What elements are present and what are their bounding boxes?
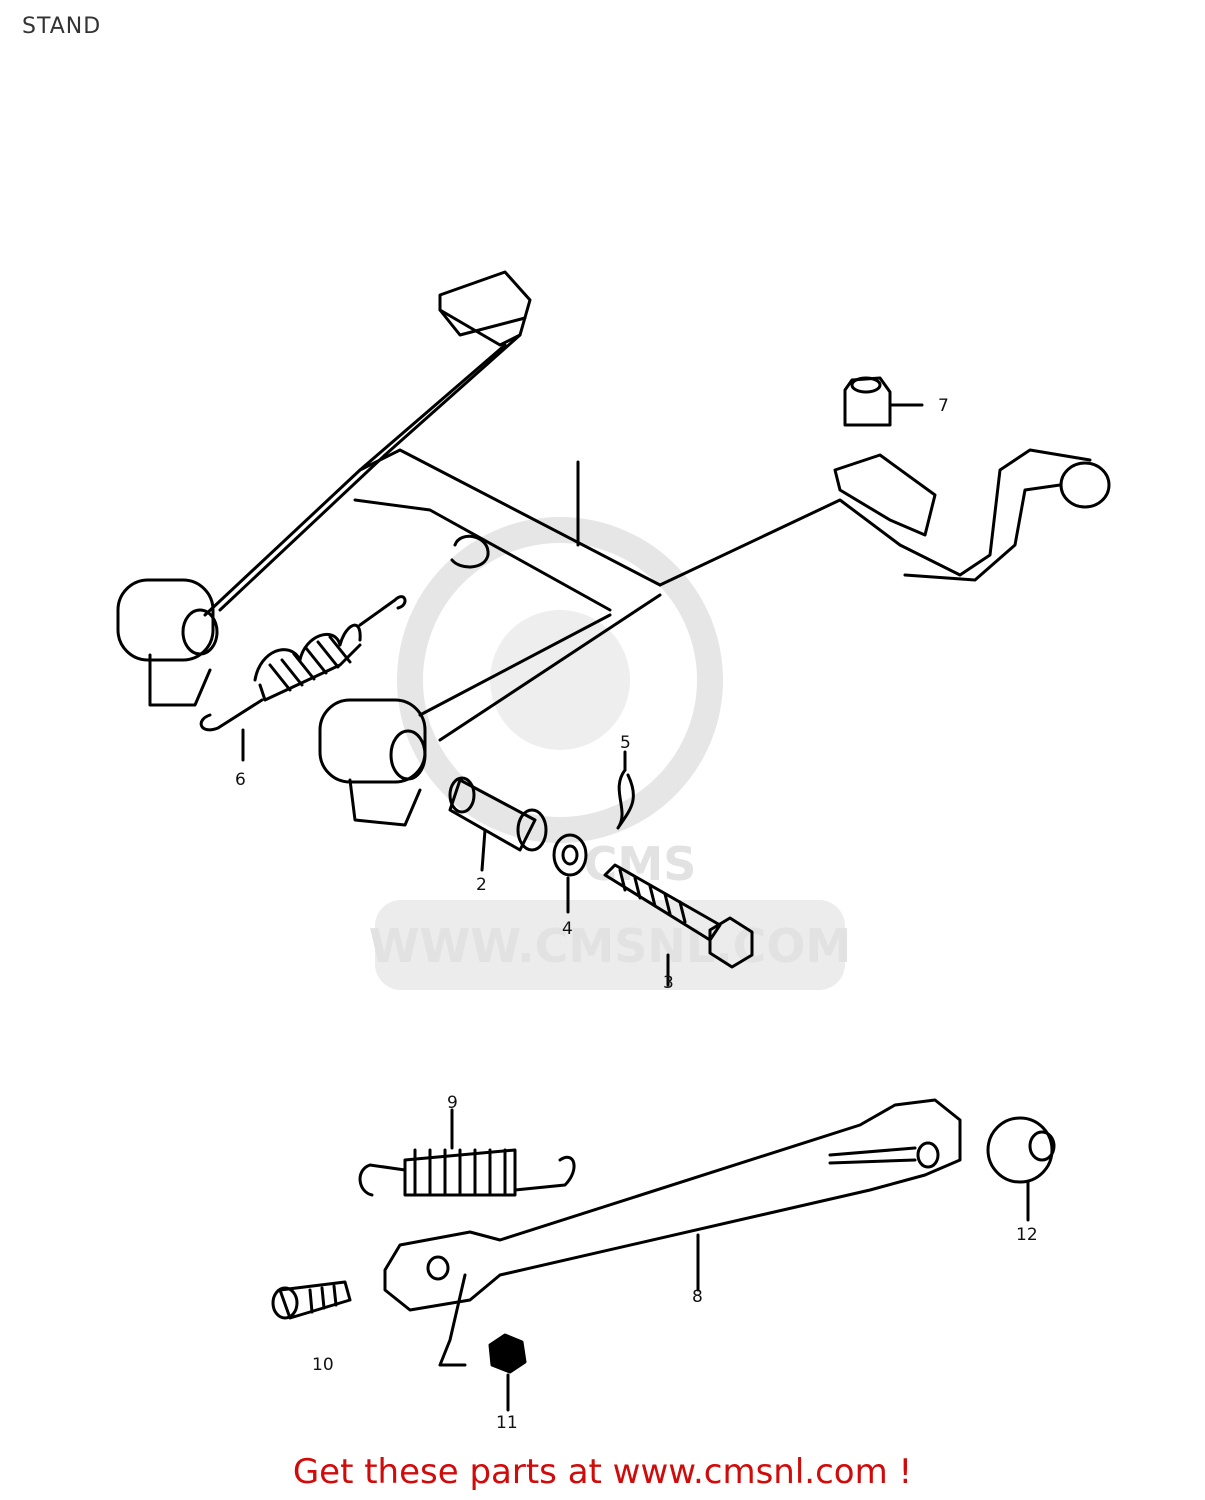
callout-3: 3 bbox=[663, 973, 674, 993]
stand-sleeve bbox=[448, 776, 548, 872]
pivot-bolt bbox=[271, 1273, 467, 1367]
watermark: CMS WWW.CMSNL.COM bbox=[369, 517, 852, 990]
center-stand bbox=[116, 270, 1111, 827]
callout-2: 2 bbox=[476, 875, 487, 895]
side-stand-spring bbox=[358, 1108, 576, 1197]
cotter-pin bbox=[616, 750, 635, 830]
pivot-nut bbox=[488, 1333, 527, 1412]
watermark-logo-text: CMS bbox=[584, 837, 697, 891]
callout-11: 11 bbox=[496, 1413, 518, 1433]
callout-8: 8 bbox=[692, 1287, 703, 1307]
side-stand-stopper bbox=[986, 1116, 1056, 1222]
watermark-url-box bbox=[375, 900, 845, 990]
callout-5: 5 bbox=[620, 733, 631, 753]
side-stand bbox=[383, 1098, 962, 1312]
callout-9: 9 bbox=[447, 1093, 458, 1113]
callout-4: 4 bbox=[562, 919, 573, 939]
stand-spring bbox=[199, 595, 407, 762]
callout-7: 7 bbox=[938, 396, 949, 416]
washer bbox=[552, 833, 588, 914]
parts-diagram: CMS WWW.CMSNL.COM bbox=[116, 270, 1111, 1433]
stopper-rubber bbox=[843, 376, 924, 427]
callout-10: 10 bbox=[312, 1355, 334, 1375]
stand-bolt bbox=[603, 863, 754, 987]
watermark-url: WWW.CMSNL.COM bbox=[369, 919, 852, 973]
callout-12: 12 bbox=[1016, 1225, 1038, 1245]
callout-labels: 7 6 5 2 4 3 9 8 12 10 11 bbox=[235, 396, 1038, 1433]
callout-6: 6 bbox=[235, 770, 246, 790]
footer-promo-link[interactable]: Get these parts at www.cmsnl.com ! bbox=[292, 1452, 913, 1492]
page-title: STAND bbox=[22, 14, 102, 39]
